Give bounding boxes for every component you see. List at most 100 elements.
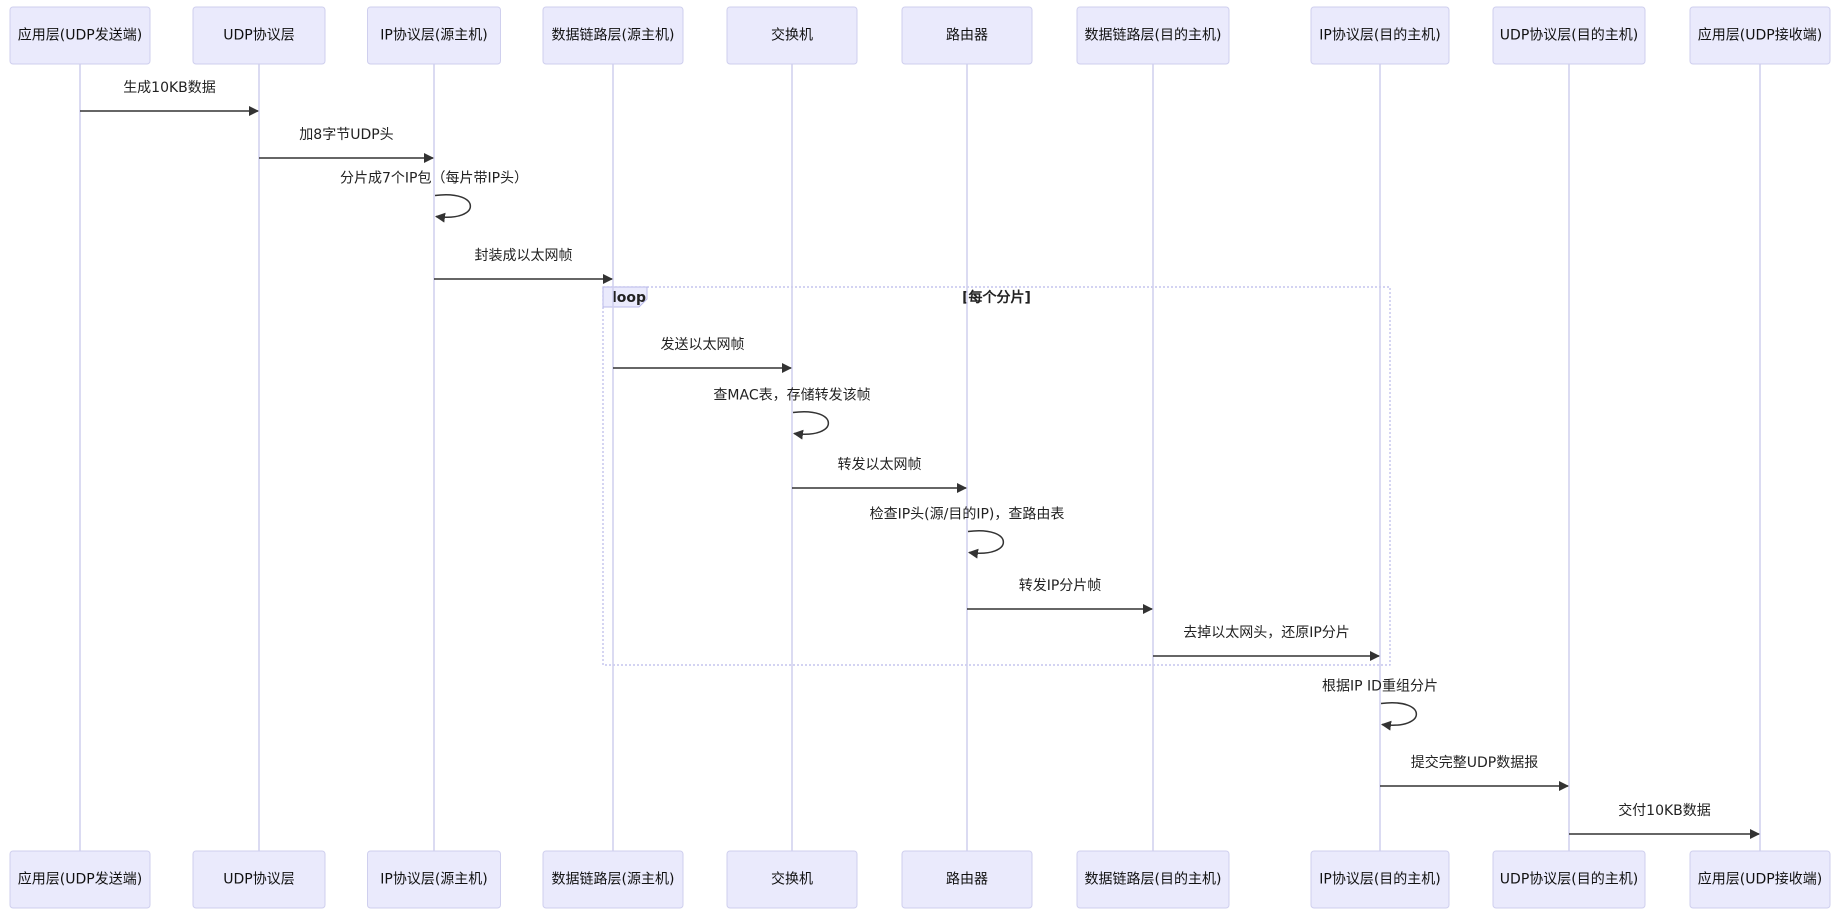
message-8: 检查IP头(源/目的IP)，查路由表 <box>870 507 1065 559</box>
actor-bottom-dl_dst: 数据链路层(目的主机) <box>1076 850 1230 909</box>
loop-layer: loop [每个分片] <box>602 286 1391 666</box>
message-label: 查MAC表，存储转发该帧 <box>713 388 870 404</box>
message-label: 转发IP分片帧 <box>1019 578 1102 594</box>
message-9: 转发IP分片帧 <box>967 578 1153 614</box>
actor-label: UDP协议层 <box>223 872 294 888</box>
actor-label: 路由器 <box>946 872 988 888</box>
message-4: 封装成以太网帧 <box>434 248 613 284</box>
actor-label: 应用层(UDP接收端) <box>1698 27 1822 44</box>
actor-top-udp_src: UDP协议层 <box>192 6 326 65</box>
actor-label: 应用层(UDP发送端) <box>18 871 142 888</box>
actor-label: IP协议层(目的主机) <box>1319 872 1441 888</box>
actor-box <box>192 6 326 65</box>
loop-frame: loop [每个分片] <box>602 286 1391 666</box>
loop-condition: [每个分片] <box>962 289 1031 306</box>
actor-label: 交换机 <box>771 871 813 888</box>
lifeline-layer <box>79 64 1761 851</box>
actor-label: 应用层(UDP接收端) <box>1698 871 1822 888</box>
message-label: 检查IP头(源/目的IP)，查路由表 <box>870 507 1065 523</box>
actor-box <box>9 850 151 909</box>
actor-top-udp_dst: UDP协议层(目的主机) <box>1492 6 1646 65</box>
actor-label: UDP协议层 <box>223 28 294 44</box>
message-1: 生成10KB数据 <box>80 80 259 116</box>
actor-top-ip_src: IP协议层(源主机) <box>367 6 501 65</box>
message-label: 分片成7个IP包（每片带IP头） <box>340 171 528 187</box>
actor-label: IP协议层(源主机) <box>380 28 488 44</box>
actor-box <box>1492 850 1646 909</box>
actor-box <box>1310 6 1450 65</box>
loop-label: loop <box>612 290 646 306</box>
message-label: 加8字节UDP头 <box>299 127 393 143</box>
actor-box <box>726 850 858 909</box>
actor-bottom-dl_src: 数据链路层(源主机) <box>542 850 684 909</box>
actor-bottom-ip_dst: IP协议层(目的主机) <box>1310 850 1450 909</box>
actor-box <box>542 6 684 65</box>
actor-box <box>367 6 501 65</box>
actor-label: 交换机 <box>771 27 813 44</box>
message-12: 提交完整UDP数据报 <box>1380 754 1569 791</box>
actor-label: 路由器 <box>946 28 988 44</box>
actor-label: UDP协议层(目的主机) <box>1500 28 1638 44</box>
actor-box <box>901 850 1033 909</box>
self-message-arrow <box>434 194 472 223</box>
actor-top-switch: 交换机 <box>726 6 858 65</box>
actor-box <box>9 6 151 65</box>
loop-border <box>602 286 1391 666</box>
loop-tab <box>602 286 648 308</box>
actor-box <box>367 850 501 909</box>
actor-bottom-udp_dst: UDP协议层(目的主机) <box>1492 850 1646 909</box>
message-label: 转发以太网帧 <box>838 457 922 473</box>
actor-box <box>901 6 1033 65</box>
actor-label: 数据链路层(源主机) <box>552 872 675 888</box>
message-label: 交付10KB数据 <box>1618 802 1711 819</box>
actor-bottom-ip_src: IP协议层(源主机) <box>367 850 501 909</box>
message-6: 查MAC表，存储转发该帧 <box>713 388 871 440</box>
actor-top-app_send: 应用层(UDP发送端) <box>9 6 151 65</box>
actor-bottom-udp_src: UDP协议层 <box>192 850 326 909</box>
actor-label: 数据链路层(源主机) <box>552 28 675 44</box>
message-label: 封装成以太网帧 <box>475 248 573 264</box>
actor-box <box>726 6 858 65</box>
message-5: 发送以太网帧 <box>613 337 792 373</box>
actor-box <box>1689 850 1831 909</box>
message-10: 去掉以太网头，还原IP分片 <box>1153 625 1380 661</box>
actor-layer: 应用层(UDP发送端) 应用层(UDP发送端) UDP协议层 UDP协议层 IP协议层(… <box>9 6 1831 909</box>
actor-box <box>1492 6 1646 65</box>
message-11: 根据IP ID重组分片 <box>1322 679 1438 731</box>
actor-bottom-app_send: 应用层(UDP发送端) <box>9 850 151 909</box>
actor-box <box>542 850 684 909</box>
actor-label: 应用层(UDP发送端) <box>18 27 142 44</box>
message-3: 分片成7个IP包（每片带IP头） <box>340 171 528 223</box>
actor-box <box>1310 850 1450 909</box>
message-label: 提交完整UDP数据报 <box>1411 754 1538 771</box>
actor-top-dl_src: 数据链路层(源主机) <box>542 6 684 65</box>
actor-label: 数据链路层(目的主机) <box>1085 872 1222 888</box>
message-13: 交付10KB数据 <box>1569 802 1760 839</box>
actor-box <box>1689 6 1831 65</box>
actor-bottom-app_recv: 应用层(UDP接收端) <box>1689 850 1831 909</box>
message-7: 转发以太网帧 <box>792 457 967 493</box>
message-label: 去掉以太网头，还原IP分片 <box>1183 625 1350 641</box>
message-2: 加8字节UDP头 <box>259 127 434 163</box>
actor-box <box>1076 850 1230 909</box>
actor-top-app_recv: 应用层(UDP接收端) <box>1689 6 1831 65</box>
actor-label: 数据链路层(目的主机) <box>1085 28 1222 44</box>
self-message-arrow <box>1380 702 1418 731</box>
actor-top-dl_dst: 数据链路层(目的主机) <box>1076 6 1230 65</box>
actor-label: IP协议层(目的主机) <box>1319 28 1441 44</box>
actor-bottom-router: 路由器 <box>901 850 1033 909</box>
actor-label: UDP协议层(目的主机) <box>1500 872 1638 888</box>
actor-bottom-switch: 交换机 <box>726 850 858 909</box>
message-label: 发送以太网帧 <box>661 337 745 353</box>
self-message-arrow <box>967 530 1005 559</box>
actor-top-ip_dst: IP协议层(目的主机) <box>1310 6 1450 65</box>
actor-label: IP协议层(源主机) <box>380 872 488 888</box>
self-message-arrow <box>792 411 830 440</box>
message-label: 生成10KB数据 <box>123 80 216 96</box>
message-label: 根据IP ID重组分片 <box>1322 679 1438 695</box>
actor-box <box>1076 6 1230 65</box>
actor-top-router: 路由器 <box>901 6 1033 65</box>
